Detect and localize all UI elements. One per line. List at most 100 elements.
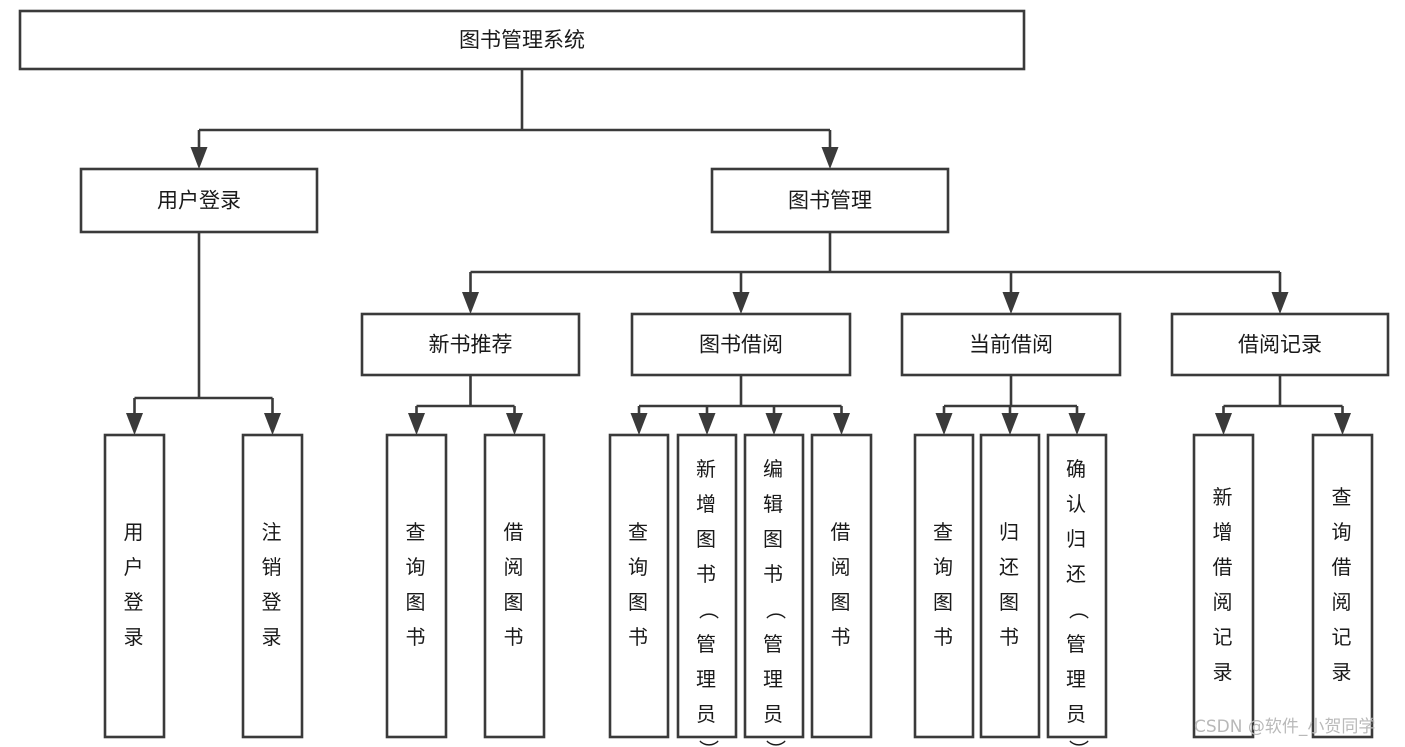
- svg-text:查: 查: [933, 520, 955, 544]
- node-label-book-borrow: 图书借阅: [699, 333, 783, 357]
- node-layer: 图书管理系统用户登录图书管理新书推荐图书借阅当前借阅借阅记录用户登录注销登录查询…: [18, 9, 1390, 747]
- arrow-head-current-borrow: [1002, 292, 1020, 314]
- svg-text:图: 图: [406, 590, 428, 614]
- node-box-book-manage[interactable]: [710, 167, 950, 234]
- svg-text:编: 编: [763, 457, 785, 481]
- node-box-leaf-query-book-rec[interactable]: [385, 433, 448, 739]
- connector-layer: [126, 69, 1351, 435]
- svg-text:记: 记: [1332, 625, 1354, 649]
- node-box-user-login[interactable]: [79, 167, 319, 234]
- svg-text:图: 图: [763, 527, 785, 551]
- node-current-borrow[interactable]: 当前借阅: [900, 312, 1122, 377]
- node-box-book-borrow[interactable]: [630, 312, 852, 377]
- node-box-leaf-borrow-book-rec[interactable]: [483, 433, 546, 739]
- svg-text:阅: 阅: [1332, 590, 1354, 614]
- node-borrow-record[interactable]: 借阅记录: [1170, 312, 1390, 377]
- svg-text:阅: 阅: [1213, 590, 1235, 614]
- node-root[interactable]: 图书管理系统: [18, 9, 1026, 71]
- svg-text:用: 用: [124, 520, 146, 544]
- svg-text:新: 新: [696, 457, 718, 481]
- svg-text:图: 图: [628, 590, 650, 614]
- svg-text:书: 书: [831, 625, 853, 649]
- svg-text:（: （: [1067, 600, 1091, 622]
- svg-text:员: 员: [763, 702, 785, 726]
- svg-text:阅: 阅: [504, 555, 526, 579]
- node-new-book-rec[interactable]: 新书推荐: [360, 312, 581, 377]
- arrow-head-book-manage: [821, 147, 839, 169]
- svg-text:（: （: [697, 600, 721, 622]
- node-box-borrow-record[interactable]: [1170, 312, 1390, 377]
- arrow-head-leaf-query-book-rec: [408, 413, 425, 435]
- node-box-leaf-logout[interactable]: [241, 433, 304, 739]
- svg-text:图: 图: [696, 527, 718, 551]
- node-box-leaf-query-book-borrow[interactable]: [608, 433, 670, 739]
- svg-text:借: 借: [1332, 555, 1354, 579]
- node-label-user-login: 用户登录: [157, 189, 241, 213]
- svg-text:归: 归: [1066, 527, 1088, 551]
- svg-text:询: 询: [933, 555, 955, 579]
- svg-text:查: 查: [628, 520, 650, 544]
- svg-text:）: ）: [697, 740, 721, 747]
- svg-text:理: 理: [763, 667, 785, 691]
- arrow-head-leaf-confirm-return: [1068, 413, 1086, 435]
- svg-text:新: 新: [1213, 485, 1235, 509]
- svg-text:管: 管: [696, 632, 718, 656]
- svg-text:登: 登: [262, 590, 284, 614]
- svg-text:阅: 阅: [831, 555, 853, 579]
- node-leaf-user-login[interactable]: 用户登录: [103, 433, 166, 739]
- svg-text:户: 户: [124, 555, 146, 579]
- node-box-leaf-query-record[interactable]: [1311, 433, 1374, 739]
- arrow-head-leaf-query-record: [1334, 413, 1351, 435]
- connector-group-user-login: [126, 232, 281, 435]
- node-box-new-book-rec[interactable]: [360, 312, 581, 377]
- node-box-leaf-edit-book[interactable]: [743, 433, 805, 739]
- node-book-manage[interactable]: 图书管理: [710, 167, 950, 234]
- svg-text:记: 记: [1213, 625, 1235, 649]
- node-label-leaf-user-login: 用户登录: [124, 520, 146, 649]
- svg-text:辑: 辑: [763, 492, 785, 516]
- connector-group-book-borrow: [630, 375, 850, 435]
- node-box-leaf-query-book-cur[interactable]: [913, 433, 975, 739]
- node-box-leaf-confirm-return[interactable]: [1046, 433, 1108, 739]
- connector-group-book-manage: [462, 232, 1289, 314]
- svg-text:理: 理: [696, 667, 718, 691]
- svg-text:增: 增: [1213, 520, 1235, 544]
- node-box-root[interactable]: [18, 9, 1026, 71]
- node-box-leaf-add-book[interactable]: [676, 433, 738, 739]
- csdn-watermark: CSDN @软件_小贺同学: [1194, 717, 1375, 737]
- node-box-leaf-add-record[interactable]: [1192, 433, 1255, 739]
- node-book-borrow[interactable]: 图书借阅: [630, 312, 852, 377]
- svg-text:还: 还: [1066, 562, 1088, 586]
- svg-text:理: 理: [1066, 667, 1088, 691]
- svg-text:书: 书: [406, 625, 428, 649]
- connector-group-new-book-rec: [408, 375, 523, 435]
- arrow-head-leaf-query-book-cur: [935, 413, 953, 435]
- svg-text:）: ）: [1067, 740, 1091, 747]
- node-box-leaf-user-login[interactable]: [103, 433, 166, 739]
- node-box-current-borrow[interactable]: [900, 312, 1122, 377]
- svg-text:书: 书: [933, 625, 955, 649]
- node-box-leaf-return-book[interactable]: [979, 433, 1041, 739]
- node-box-leaf-borrow-book[interactable]: [810, 433, 873, 739]
- node-user-login[interactable]: 用户登录: [79, 167, 319, 234]
